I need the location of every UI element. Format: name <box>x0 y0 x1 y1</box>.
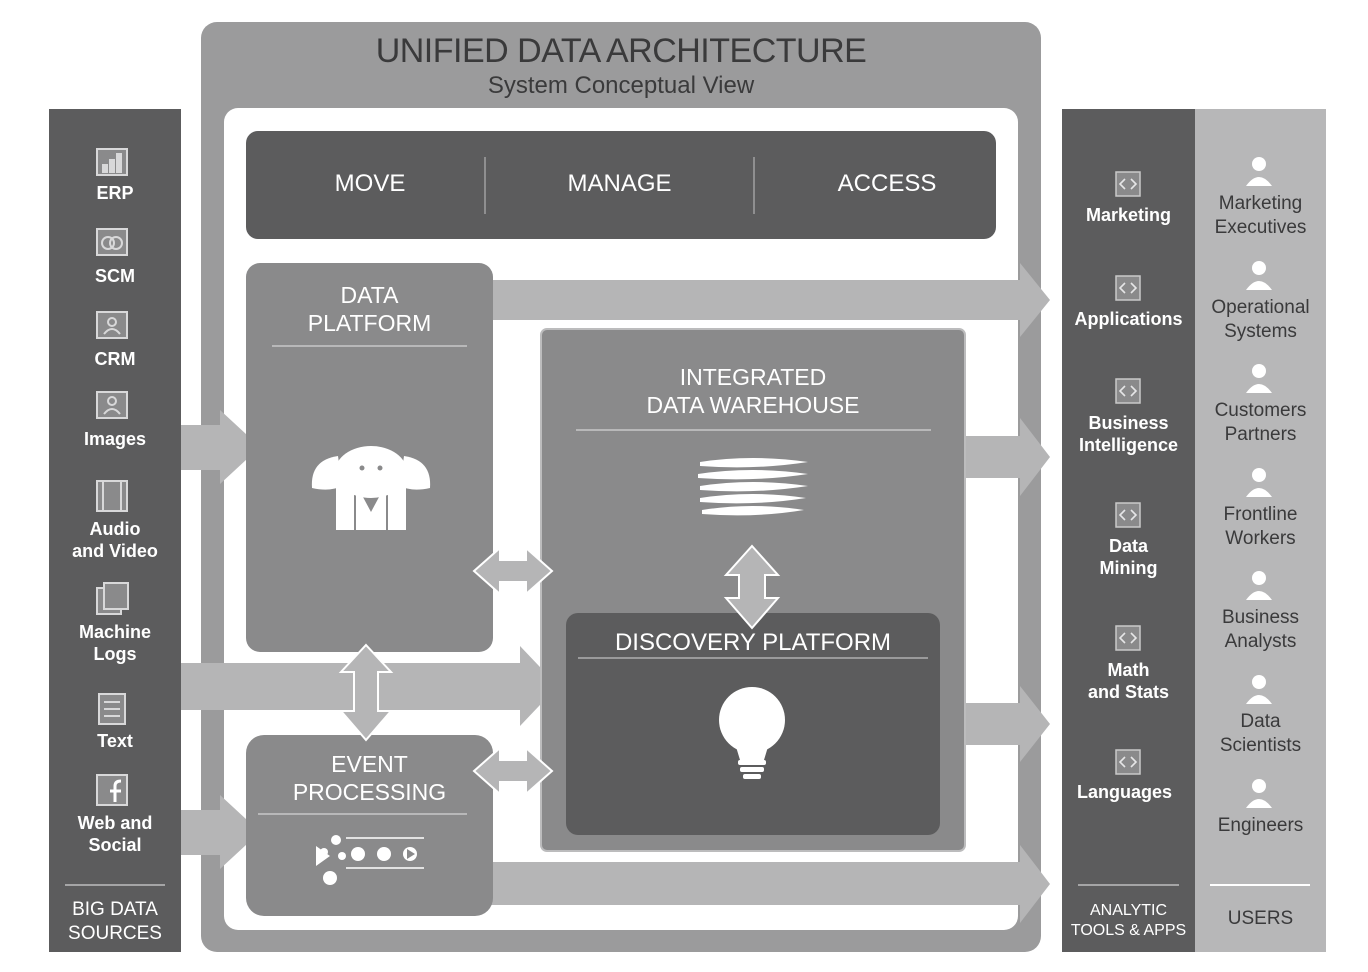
source-label: CRM <box>94 349 136 369</box>
tools-footer: ANALYTIC TOOLS & APPS <box>1070 902 1187 939</box>
users-footer: USERS <box>1227 908 1294 929</box>
person-icon <box>1246 571 1272 600</box>
arrow-out-discovery <box>955 686 1050 762</box>
elephant-icon <box>311 446 431 530</box>
user-label: Customers Partners <box>1214 400 1307 445</box>
tool-label: Data Mining <box>1099 536 1158 578</box>
user-label: Data Scientists <box>1219 711 1302 756</box>
user-label: Operational Systems <box>1211 297 1310 342</box>
film-icon <box>96 480 128 512</box>
stream-icon <box>316 835 424 885</box>
tool-label: Math and Stats <box>1087 660 1170 702</box>
users-column <box>1195 109 1326 952</box>
access-label: ACCESS <box>837 170 937 197</box>
source-label: SCM <box>95 266 135 286</box>
lightbulb-icon <box>719 687 785 779</box>
source-label: Web and Social <box>77 813 153 855</box>
tool-label: Applications <box>1074 309 1183 329</box>
person-icon <box>1246 261 1272 290</box>
arrow-warehouse-discovery <box>723 544 781 630</box>
event-processing-title: EVENT PROCESSING <box>292 751 447 805</box>
user-label: Engineers <box>1217 815 1304 836</box>
arrow-out-warehouse <box>955 418 1050 496</box>
person-icon <box>1246 157 1272 186</box>
event-processing-box <box>246 735 493 916</box>
logs-icon <box>96 582 129 615</box>
arrow-dp-warehouse <box>472 545 554 597</box>
arrow-dp-event <box>338 643 394 742</box>
tools-column <box>1062 109 1195 952</box>
image-icon <box>96 391 128 419</box>
page-subtitle: System Conceptual View <box>487 72 755 99</box>
arrow-sources-to-event <box>181 795 260 869</box>
contact-icon <box>96 311 128 339</box>
person-icons <box>1246 157 1272 808</box>
facebook-icon <box>96 774 128 806</box>
person-icon <box>1246 675 1272 704</box>
tool-label: Business Intelligence <box>1078 413 1179 455</box>
user-label: Business Analysts <box>1221 607 1300 652</box>
arrow-event-warehouse <box>472 745 554 797</box>
tool-label: Languages <box>1076 782 1173 802</box>
source-label: Audio and Video <box>72 519 158 561</box>
discovery-title: DISCOVERY PLATFORM <box>614 629 892 656</box>
top-bar <box>246 131 996 239</box>
rings-icon <box>96 228 128 256</box>
source-label: Images <box>83 429 147 449</box>
database-stack-icon <box>698 458 808 516</box>
source-label: Machine Logs <box>78 622 152 664</box>
person-icon <box>1246 364 1272 393</box>
data-platform-title: DATA PLATFORM <box>307 282 432 336</box>
person-icon <box>1246 468 1272 497</box>
user-label: Frontline Workers <box>1223 504 1298 549</box>
arrow-sources-to-data-platform <box>181 410 260 484</box>
chart-icon <box>96 148 128 176</box>
move-label: MOVE <box>334 170 406 197</box>
arrow-out-top <box>470 263 1050 337</box>
sources-footer: BIG DATA SOURCES <box>68 899 162 944</box>
source-label: Text <box>97 731 133 751</box>
tool-label: Marketing <box>1085 205 1172 225</box>
user-label: Marketing Executives <box>1214 193 1307 238</box>
document-icon <box>98 693 126 725</box>
person-icon <box>1246 779 1272 808</box>
page-title: UNIFIED DATA ARCHITECTURE <box>375 32 867 70</box>
arrow-out-bottom <box>470 845 1050 923</box>
manage-label: MANAGE <box>567 170 672 197</box>
source-label: ERP <box>96 183 134 203</box>
warehouse-title: INTEGRATED DATA WAREHOUSE <box>646 364 860 418</box>
